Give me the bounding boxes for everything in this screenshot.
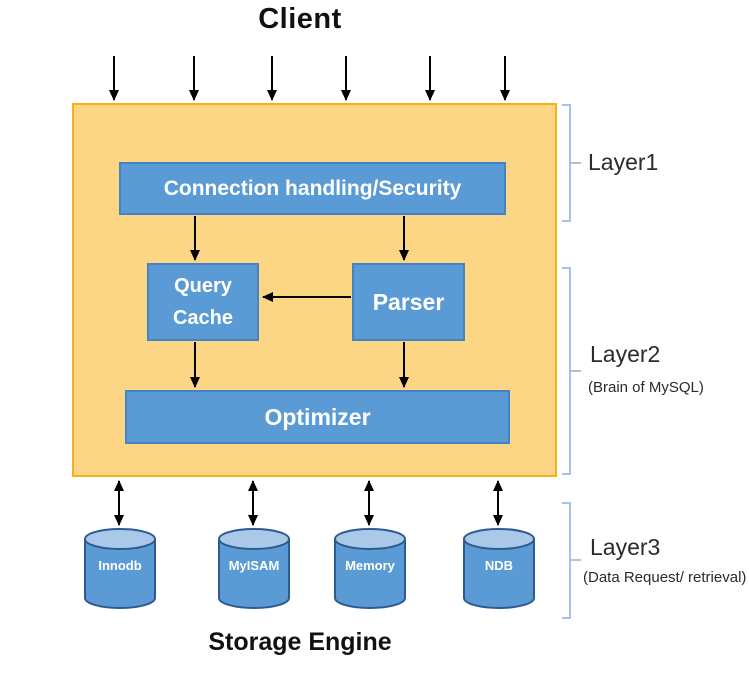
ndb-cylinder: NDB [462,528,536,610]
storage-arrows [114,480,503,526]
memory-cylinder: Memory [333,528,407,610]
layer3-label: Layer3 [590,534,661,560]
connection-handling-box: Connection handling/Security [119,162,506,215]
database-cylinder-icon [84,528,156,609]
database-cylinder-icon [334,528,406,609]
optimizer-box: Optimizer [125,390,510,444]
innodb-cylinder: Innodb [83,528,157,610]
layer2-bracket-icon [562,267,581,475]
query-cache-box: Query Cache [147,263,259,341]
database-cylinder-icon [463,528,535,609]
memory-label: Memory [345,558,395,573]
innodb-label: Innodb [98,558,142,573]
parser-box: Parser [352,263,465,341]
database-cylinder-icon [218,528,290,609]
client-title: Client [258,3,342,35]
myisam-label: MyISAM [228,558,280,573]
layer3-bracket-icon [562,502,581,619]
ndb-label: NDB [484,558,514,573]
layer1-label: Layer1 [588,149,659,175]
storage-engine-title: Storage Engine [208,628,392,656]
layer2-label: Layer2 [590,341,661,367]
layer3-sublabel: (Data Request/ retrieval) [583,569,747,586]
layer2-sublabel: (Brain of MySQL) [588,379,704,396]
layer1-bracket-icon [562,104,581,222]
layer-brackets [562,104,581,619]
client-arrows [109,56,510,101]
myisam-cylinder: MyISAM [217,528,291,610]
